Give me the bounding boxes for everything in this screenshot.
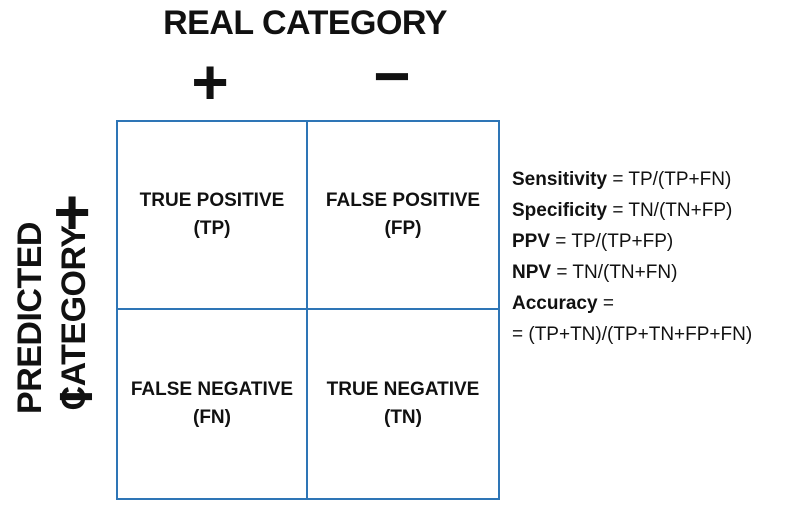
- metric-formula: = (TP+TN)/(TP+TN+FP+FN): [512, 324, 753, 345]
- accuracy-formula-continued: = (TP+TN)/(TP+TN+FP+FN): [512, 319, 798, 350]
- specificity-formula: Specificity = TN/(TN+FP): [512, 195, 798, 226]
- false-positive-label: FALSE POSITIVE: [325, 189, 481, 211]
- true-negative-abbr: (TN): [384, 407, 422, 428]
- predicted-negative-sign: −: [57, 360, 95, 432]
- false-positive-abbr: (FP): [384, 218, 422, 239]
- false-negative-abbr: (FN): [193, 407, 231, 428]
- metric-name: Specificity: [512, 200, 608, 221]
- npv-formula: NPV = TN/(TN+FN): [512, 257, 798, 288]
- metric-formula: = TN/(TN+FN): [551, 262, 678, 283]
- true-negative-label: TRUE NEGATIVE: [326, 378, 480, 400]
- metric-name: Sensitivity: [512, 169, 608, 190]
- sensitivity-formula: Sensitivity = TP/(TP+FN): [512, 164, 798, 195]
- true-positive-label: TRUE POSITIVE: [139, 189, 285, 211]
- real-category-title: REAL CATEGORY: [163, 4, 447, 42]
- metric-name: PPV: [512, 231, 551, 252]
- true-negative-cell: TRUE NEGATIVE (TN): [308, 310, 498, 498]
- metric-name: Accuracy: [512, 293, 598, 314]
- metric-formula: = TP/(TP+FN): [607, 169, 732, 190]
- metric-formula: = TP/(TP+FP): [550, 231, 674, 252]
- true-positive-cell: TRUE POSITIVE (TP): [118, 122, 308, 310]
- metric-formula: = TN/(TN+FP): [607, 200, 733, 221]
- metrics-list: Sensitivity = TP/(TP+FN) Specificity = T…: [512, 164, 798, 350]
- false-negative-cell: FALSE NEGATIVE (FN): [118, 310, 308, 498]
- false-negative-label: FALSE NEGATIVE: [130, 378, 294, 400]
- ppv-formula: PPV = TP/(TP+FP): [512, 226, 798, 257]
- real-negative-sign: −: [373, 40, 411, 112]
- confusion-matrix: TRUE POSITIVE (TP) FALSE POSITIVE (FP) F…: [116, 120, 500, 500]
- accuracy-formula: Accuracy =: [512, 288, 798, 319]
- true-positive-abbr: (TP): [193, 218, 231, 239]
- real-positive-sign: +: [191, 46, 229, 118]
- metric-name: NPV: [512, 262, 552, 283]
- false-positive-cell: FALSE POSITIVE (FP): [308, 122, 498, 310]
- metric-formula: =: [597, 293, 614, 314]
- predicted-positive-sign: +: [53, 176, 91, 248]
